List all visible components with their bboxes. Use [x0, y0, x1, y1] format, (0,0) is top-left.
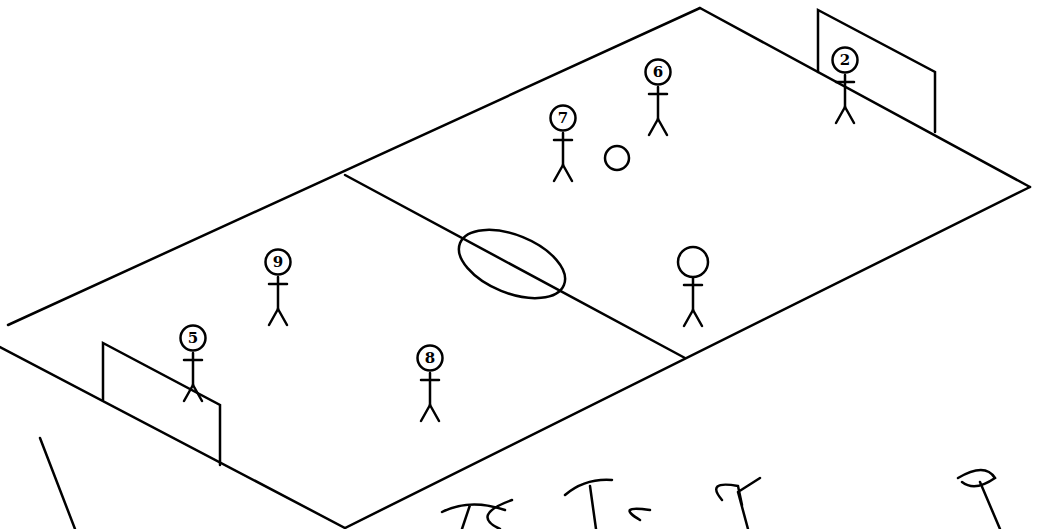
- stick-body: [269, 283, 287, 286]
- stick-body: [193, 385, 202, 401]
- player-head: 8: [416, 344, 444, 372]
- stick-body: [192, 353, 195, 385]
- player-number: 9: [264, 248, 292, 271]
- end-line: [0, 347, 345, 528]
- sideline: [345, 187, 1030, 528]
- scribble: [442, 500, 512, 529]
- player-number: 8: [416, 344, 444, 367]
- player-number: 5: [179, 324, 207, 347]
- stick-body: [649, 119, 658, 135]
- stick-body: [184, 359, 202, 362]
- player-number: 2: [831, 46, 859, 69]
- stick-body: [693, 310, 702, 326]
- stick-body: [562, 133, 565, 165]
- stick-body: [692, 278, 695, 310]
- stick-body: [845, 107, 854, 123]
- goal: [818, 10, 935, 132]
- scribble: [716, 478, 760, 529]
- scribble: [565, 480, 650, 529]
- stick-body: [844, 75, 847, 107]
- player-number: 7: [549, 104, 577, 127]
- stick-body: [184, 385, 193, 401]
- player-head: [678, 247, 708, 277]
- sideline: [8, 8, 700, 325]
- player-head: 7: [549, 104, 577, 132]
- stick-body: [421, 379, 439, 382]
- stick-body: [657, 87, 660, 119]
- stick-body: [649, 93, 667, 96]
- stick-body: [421, 405, 430, 421]
- player-head: 2: [831, 46, 859, 74]
- scribble: [958, 470, 1000, 529]
- stick-body: [684, 310, 693, 326]
- player-head: 5: [179, 324, 207, 352]
- ball: [605, 146, 629, 170]
- stick-body: [836, 81, 854, 84]
- stick-body: [278, 309, 287, 325]
- stick-body: [277, 277, 280, 309]
- halfway-line: [345, 175, 685, 358]
- stick-body: [554, 165, 563, 181]
- stick-body: [658, 119, 667, 135]
- player-number: 6: [644, 58, 672, 81]
- player-head: 6: [644, 58, 672, 86]
- center-circle: [449, 216, 575, 312]
- player-head: 9: [264, 248, 292, 276]
- scribble: [40, 438, 75, 529]
- stick-body: [429, 373, 432, 405]
- stick-body: [836, 107, 845, 123]
- stick-body: [554, 139, 572, 142]
- stick-body: [269, 309, 278, 325]
- stick-body: [684, 284, 702, 287]
- end-line: [700, 8, 1030, 187]
- goal: [103, 343, 220, 465]
- stick-body: [430, 405, 439, 421]
- stick-figures: [184, 75, 854, 421]
- stick-body: [563, 165, 572, 181]
